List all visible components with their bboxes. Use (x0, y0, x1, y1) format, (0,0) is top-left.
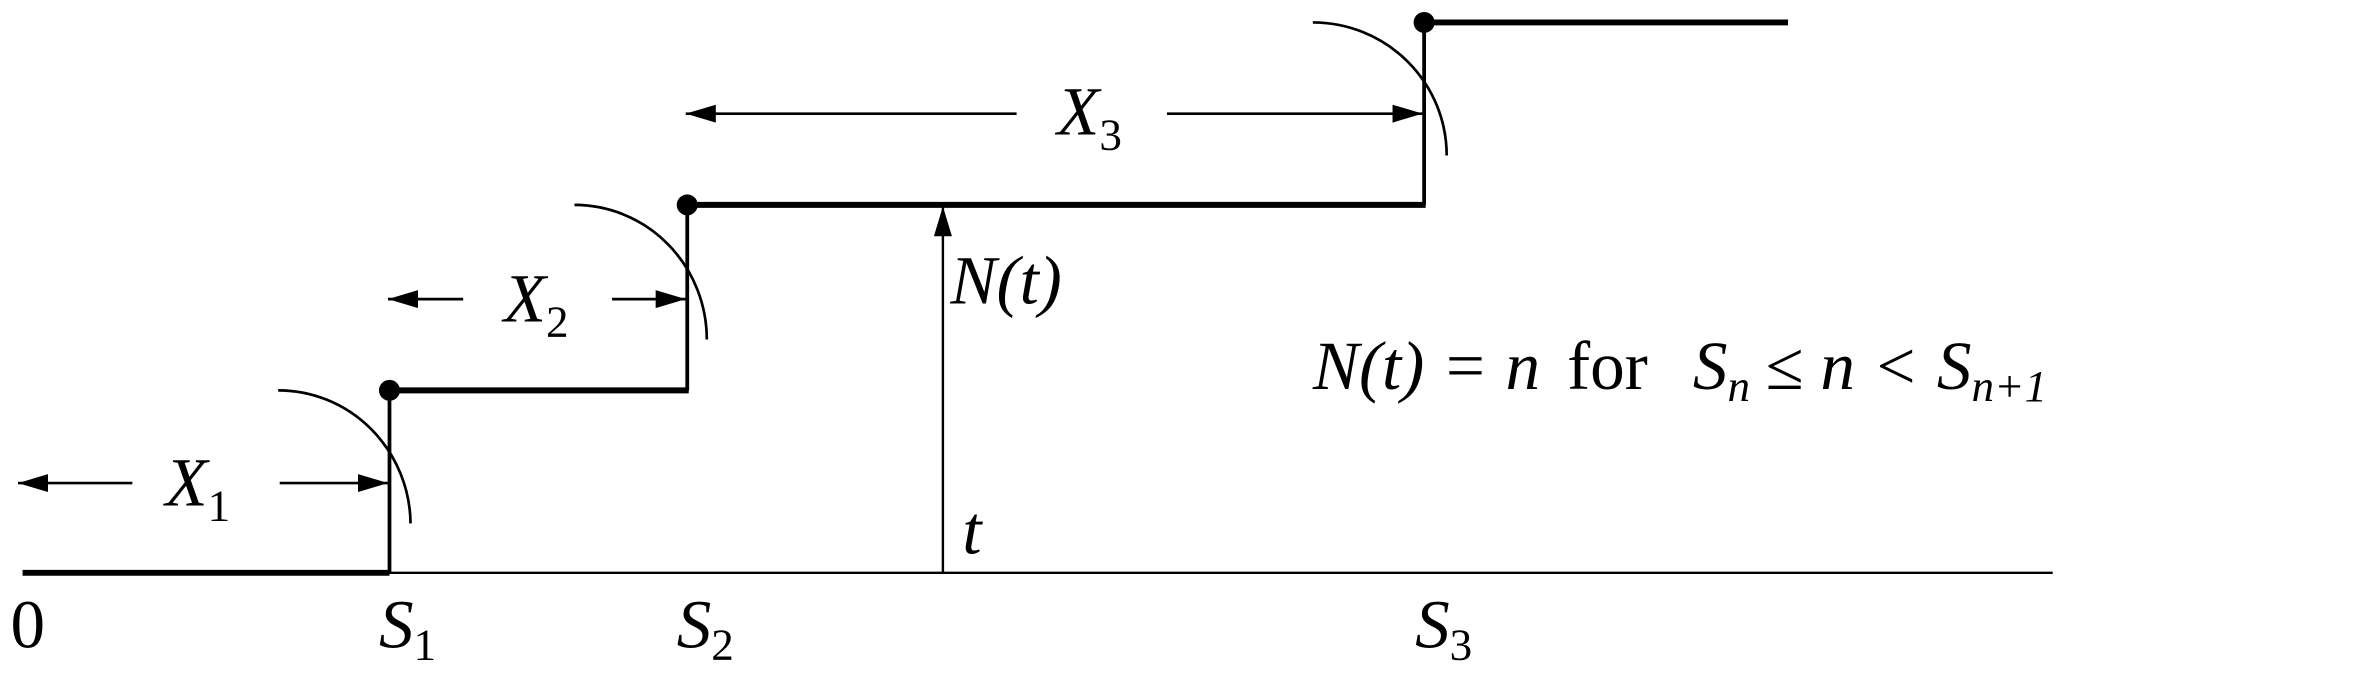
nt-label: N(t) (949, 243, 1061, 319)
arrival-dot-s1 (378, 379, 401, 401)
arc-3 (1312, 21, 1449, 156)
formula-for: for (1567, 328, 1648, 404)
formula-lhs: N(t) = n (1312, 328, 1540, 404)
x1-label: X1 (162, 445, 230, 531)
x3-label: X3 (1054, 74, 1122, 160)
arrival-dot-s3 (1413, 11, 1435, 33)
arrival-dot-s2 (676, 194, 698, 216)
s2-label: S2 (677, 587, 734, 670)
step-function (22, 19, 1789, 576)
origin-label: 0 (11, 587, 46, 663)
arc-1 (278, 388, 412, 524)
t-label: t (962, 493, 983, 569)
x2-label: X2 (501, 261, 569, 347)
s1-label: S1 (379, 587, 436, 670)
arc-2 (574, 203, 709, 340)
s3-label: S3 (1415, 587, 1472, 670)
